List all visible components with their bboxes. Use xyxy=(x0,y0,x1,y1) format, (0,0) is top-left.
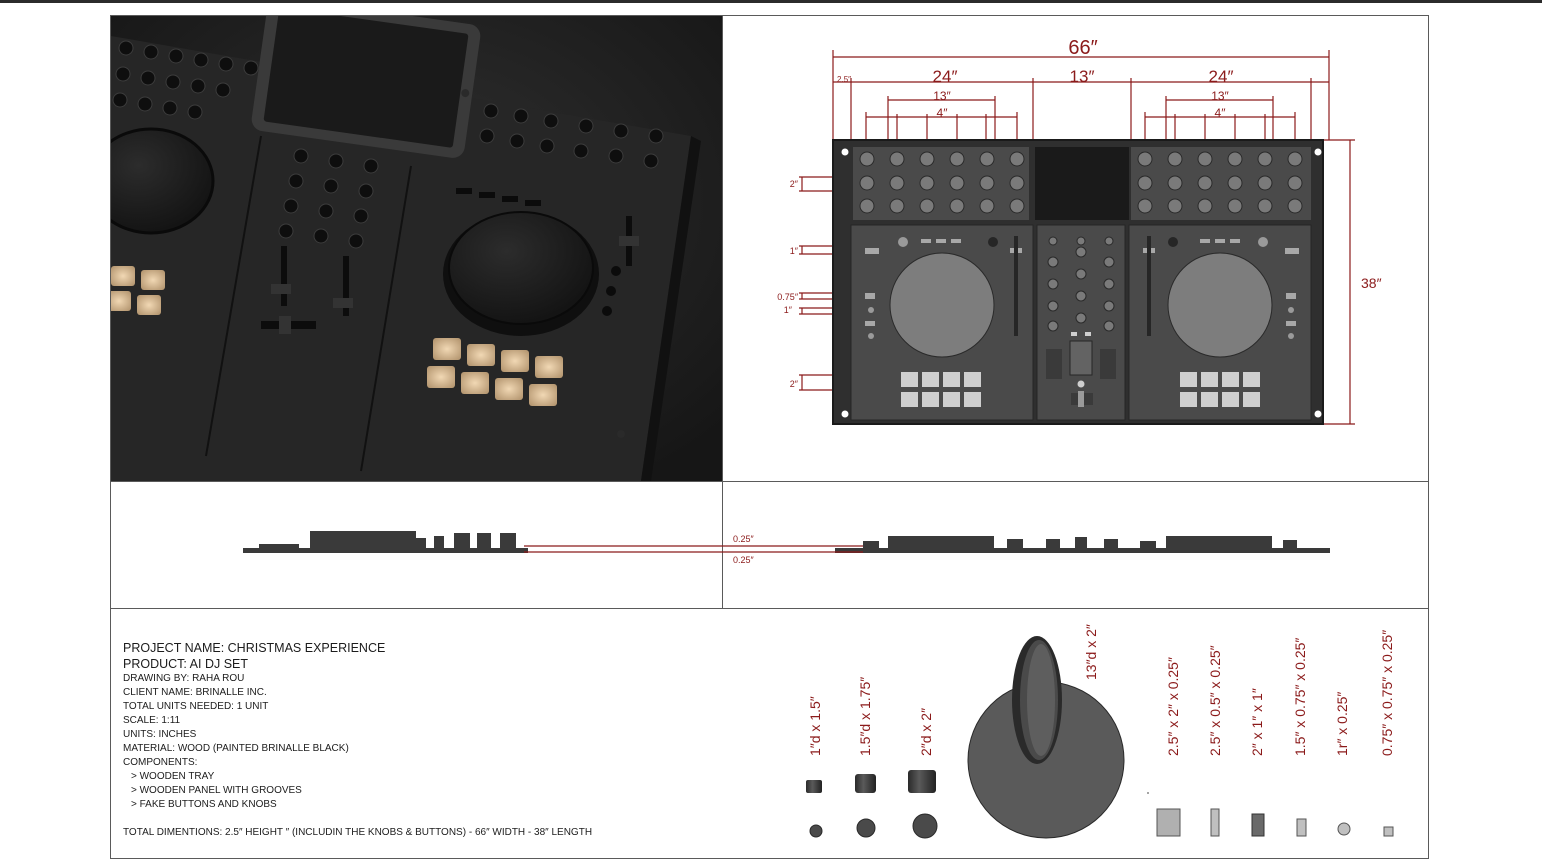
components-drawing: 1″d x 1.5″ 1.5″d x 1.75″ 2″d x 2″ 13″d x… xyxy=(806,624,1395,839)
dim-button-height: 0.75″ xyxy=(777,292,799,302)
dim-deck-width-left: 24″ xyxy=(933,67,958,86)
component-label: 2.5″ x 2″ x 0.25″ xyxy=(1165,657,1181,756)
knob-medium-side xyxy=(855,774,876,793)
top-knobs-right xyxy=(1137,151,1303,214)
drawing-by: DRAWING BY: RAHA ROU xyxy=(123,673,245,684)
components-heading: COMPONENTS: xyxy=(123,757,198,768)
render-mixer-knobs xyxy=(278,148,379,249)
dim-fader-gap: 1″ xyxy=(790,246,799,256)
dim-knob-span-right: 13″ xyxy=(1211,89,1229,103)
dim-knob-span-left: 13″ xyxy=(933,89,951,103)
knob-small-side xyxy=(806,780,822,793)
dim-side-bottom: 0.25″ xyxy=(733,555,755,565)
button-thin xyxy=(1210,808,1220,837)
component-label: 1.5″d x 1.75″ xyxy=(857,677,873,756)
knob-large-side xyxy=(908,770,936,793)
button-large xyxy=(1156,808,1181,837)
button-slim xyxy=(1296,818,1307,837)
button-round xyxy=(1337,822,1351,836)
render-faders xyxy=(261,216,639,334)
render-knobs-right xyxy=(479,103,664,169)
dim-edge-margin: 2.5″ xyxy=(837,75,851,84)
dim-button-gap: 1″ xyxy=(784,305,793,315)
units-needed: TOTAL UNITS NEEDED: 1 UNIT xyxy=(123,701,269,712)
project-info: PROJECT NAME: CHRISTMAS EXPERIENCE PRODU… xyxy=(123,640,592,840)
pads-right xyxy=(1180,372,1260,407)
dim-side-top: 0.25″ xyxy=(733,534,755,544)
material: MATERIAL: WOOD (PAINTED BRINALLE BLACK) xyxy=(123,743,349,754)
tablet xyxy=(251,16,481,158)
knob-large-top xyxy=(912,813,938,839)
product-name: PRODUCT: AI DJ SET xyxy=(123,657,249,671)
console-edge xyxy=(641,136,701,481)
dim-knob-spacing-right: 4″ xyxy=(1215,106,1227,120)
button-block xyxy=(1251,813,1265,837)
dim-knob-spacing-left: 4″ xyxy=(937,106,949,120)
component-label: 2″d x 2″ xyxy=(918,708,934,756)
component-label: 2.5″ x 0.5″ x 0.25″ xyxy=(1207,645,1223,756)
top-knobs-left xyxy=(859,151,1025,214)
dim-overall-width: 66″ xyxy=(1068,37,1097,59)
button-square xyxy=(1383,826,1394,837)
info-panel xyxy=(110,608,1429,859)
scale: SCALE: 1:11 xyxy=(123,715,181,726)
top-view-drawing: 66″ 24″ 13″ 24″ 2.5″ 13″ 13″ 4″ 4″ 38″ 2… xyxy=(777,37,1382,425)
pads-left xyxy=(901,372,981,407)
dim-pad-pitch: 2″ xyxy=(790,379,799,389)
render-knobs-left xyxy=(112,40,259,120)
dimension-lines xyxy=(799,50,1355,425)
component-label: 1r″ x 0.25″ xyxy=(1334,692,1350,756)
component-label: 1.5″ x 0.75″ x 0.25″ xyxy=(1292,638,1308,756)
component-item: > FAKE BUTTONS AND KNOBS xyxy=(131,799,277,810)
knob-small-top xyxy=(809,824,823,838)
dim-row-pitch: 2″ xyxy=(790,179,799,189)
jog-wheel-left xyxy=(889,252,995,358)
component-label: 1″d x 1.5″ xyxy=(807,696,823,756)
knob-medium-top xyxy=(856,818,876,838)
render-pads-left xyxy=(111,266,165,315)
units: UNITS: INCHES xyxy=(123,729,197,740)
component-label: 0.75″ x 0.75″ x 0.25″ xyxy=(1379,630,1395,756)
component-item: > WOODEN TRAY xyxy=(131,771,215,782)
product-render xyxy=(111,16,722,481)
component-label: 13″d x 2″ xyxy=(1083,624,1099,680)
dim-center-width: 13″ xyxy=(1070,67,1095,86)
client-name: CLIENT NAME: BRINALLE INC. xyxy=(123,687,267,698)
side-view-drawing: 0.25″ 0.25″ xyxy=(243,531,1330,565)
dim-height: 38″ xyxy=(1361,275,1382,291)
component-label: 2″ x 1″ x 1″ xyxy=(1249,688,1265,756)
top-border xyxy=(0,0,1542,3)
render-pads-right xyxy=(427,338,563,406)
total-dimensions: TOTAL DIMENTIONS: 2.5″ HEIGHT ″ (INCLUDI… xyxy=(123,827,593,838)
dim-deck-width-right: 24″ xyxy=(1209,67,1234,86)
render-platter-left xyxy=(111,127,215,235)
component-item: > WOODEN PANEL WITH GROOVES xyxy=(131,785,302,796)
project-name: PROJECT NAME: CHRISTMAS EXPERIENCE xyxy=(123,641,386,655)
jog-wheel-right xyxy=(1167,252,1273,358)
